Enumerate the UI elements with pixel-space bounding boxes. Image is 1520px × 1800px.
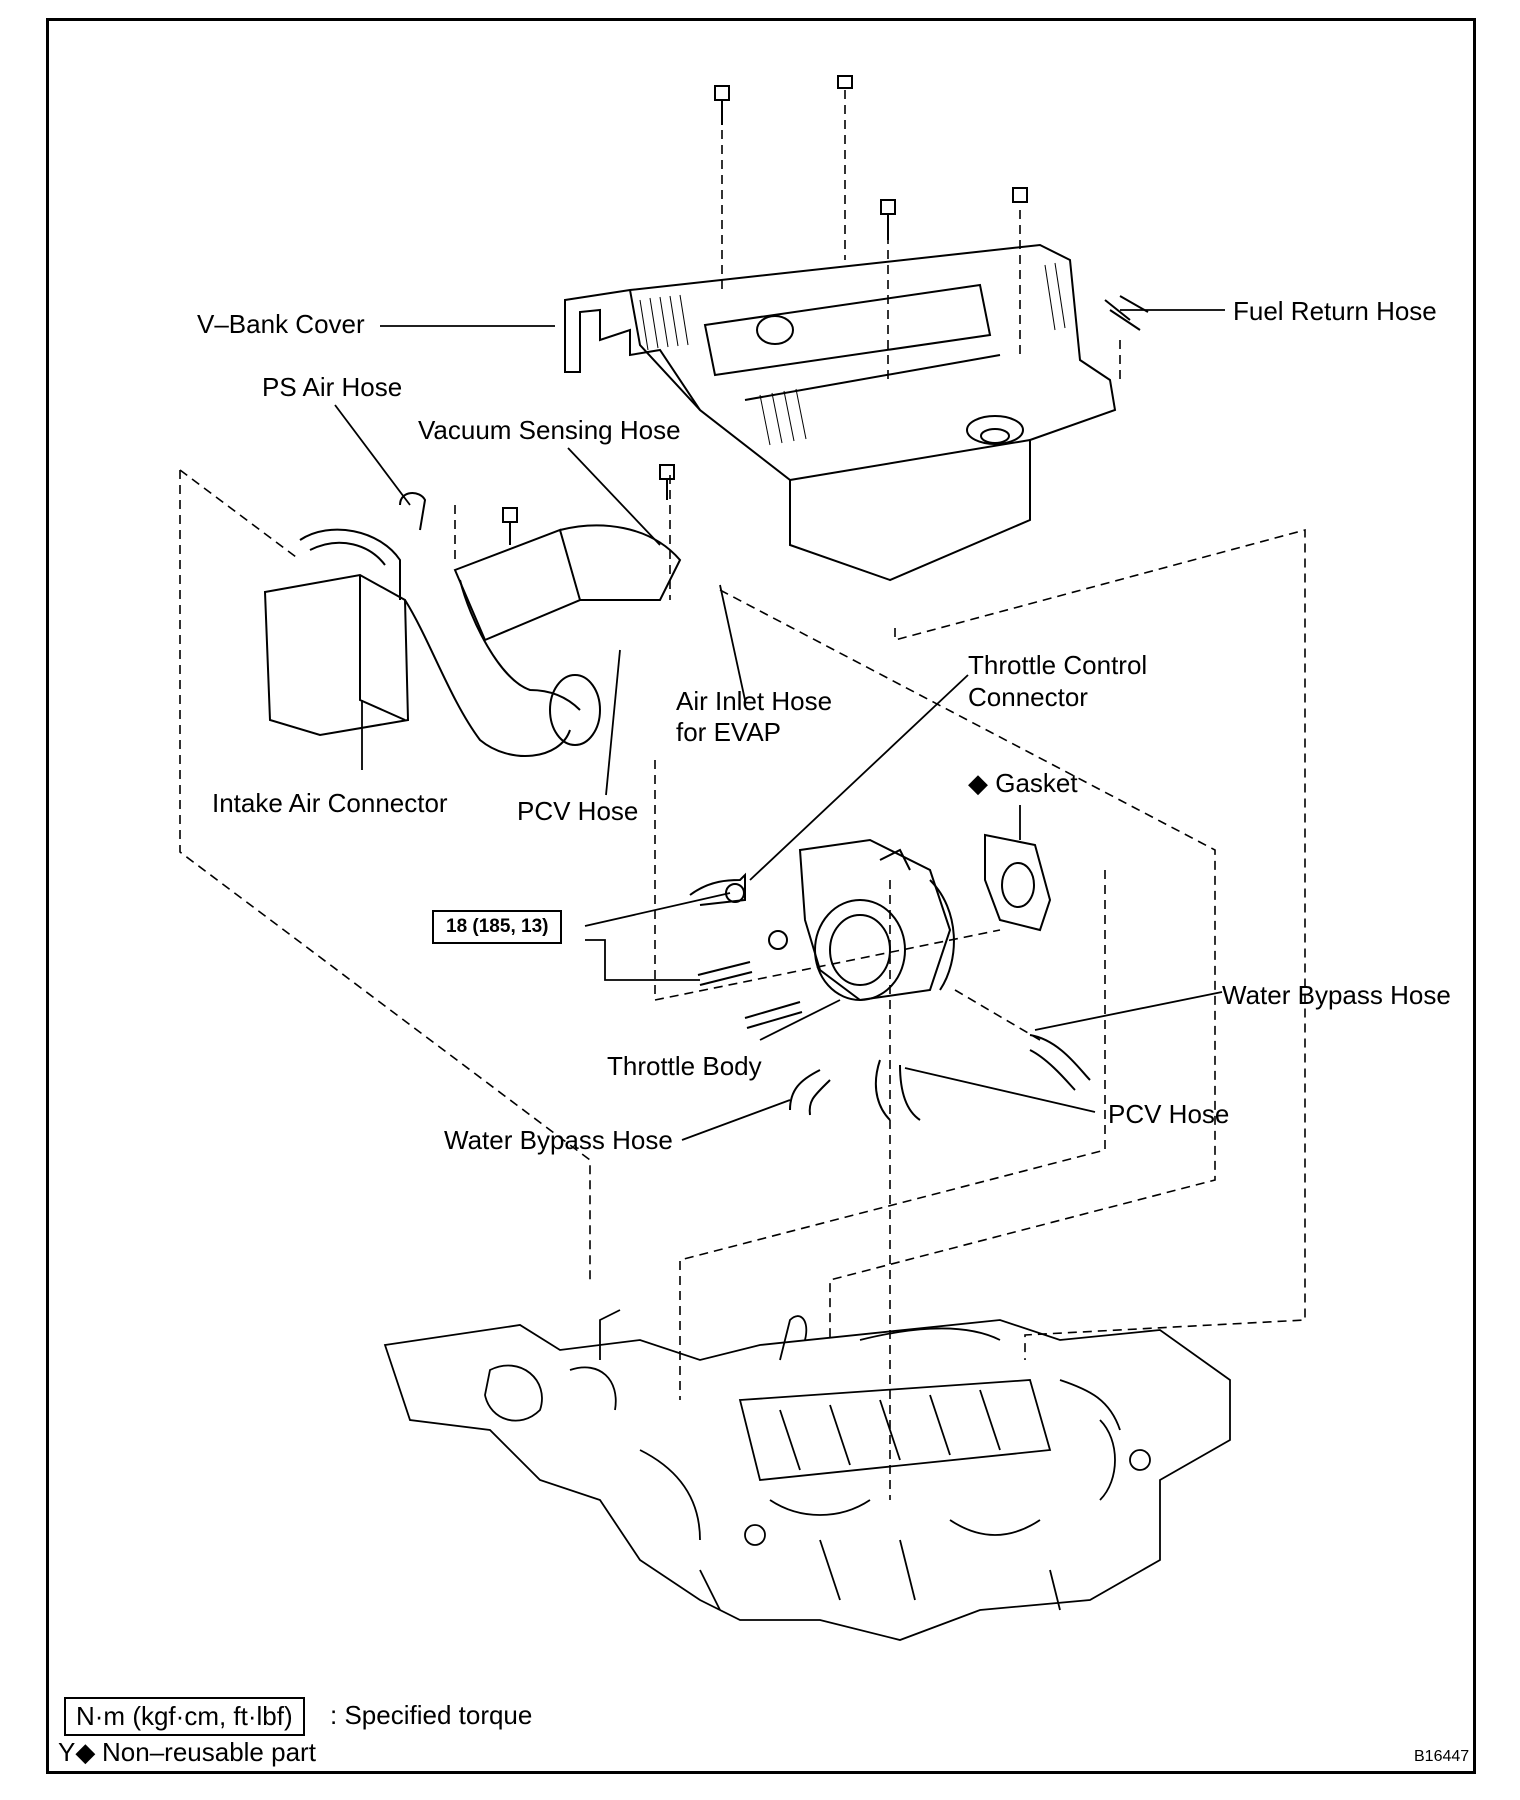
label-intake-air-connector: Intake Air Connector [212, 788, 448, 818]
label-throttle-body: Throttle Body [607, 1051, 762, 1081]
gasket-shape [984, 833, 1052, 932]
water-bypass-hose-left-shape [789, 1069, 831, 1116]
label-water-bypass-hose-left: Water Bypass Hose [444, 1125, 673, 1155]
label-throttle-control-connector-line2: Connector [968, 682, 1088, 712]
label-pcv-hose-upper: PCV Hose [517, 796, 639, 826]
engine-assembly-shape [383, 1309, 1231, 1641]
legend-torque-text: : Specified torque [330, 1700, 533, 1730]
leader-lines [334, 309, 1225, 1141]
label-pcv-hose-lower: PCV Hose [1108, 1099, 1230, 1129]
legend-non-reusable-marker: Y◆ [58, 1737, 96, 1767]
throttle-bolts [697, 883, 803, 1029]
figure-id: B16447 [1414, 1748, 1470, 1765]
label-throttle-control-connector: Throttle Control [968, 650, 1148, 680]
alignment-guides [179, 90, 1306, 1500]
label-vacuum-sensing-hose: Vacuum Sensing Hose [418, 415, 681, 445]
diagram-frame [46, 18, 1476, 1774]
pcv-hose-lower-shape [874, 1059, 921, 1121]
label-v-bank-cover: V–Bank Cover [197, 309, 365, 339]
legend-torque-unit-box: N·m (kgf·cm, ft·lbf) [64, 1697, 305, 1736]
fuel-return-hose-shape [1104, 295, 1149, 331]
throttle-body-shape [798, 838, 955, 1002]
intake-air-connector-shape [263, 492, 682, 757]
label-air-inlet-hose-line2: for EVAP [676, 717, 782, 747]
label-gasket: ◆ Gasket [968, 768, 1078, 798]
label-ps-air-hose: PS Air Hose [262, 372, 403, 402]
label-fuel-return-hose: Fuel Return Hose [1233, 296, 1437, 326]
torque-spec-box: 18 (185, 13) [432, 910, 563, 944]
water-bypass-hose-right-shape [1029, 1034, 1091, 1091]
v-bank-cover-shape [564, 243, 1117, 582]
cover-bolts [502, 75, 1028, 545]
throttle-control-connector-shape [689, 872, 746, 906]
label-water-bypass-hose-right: Water Bypass Hose [1222, 980, 1451, 1010]
legend-non-reusable-text: Non–reusable part [102, 1737, 316, 1767]
label-air-inlet-hose: Air Inlet Hose [676, 686, 833, 716]
